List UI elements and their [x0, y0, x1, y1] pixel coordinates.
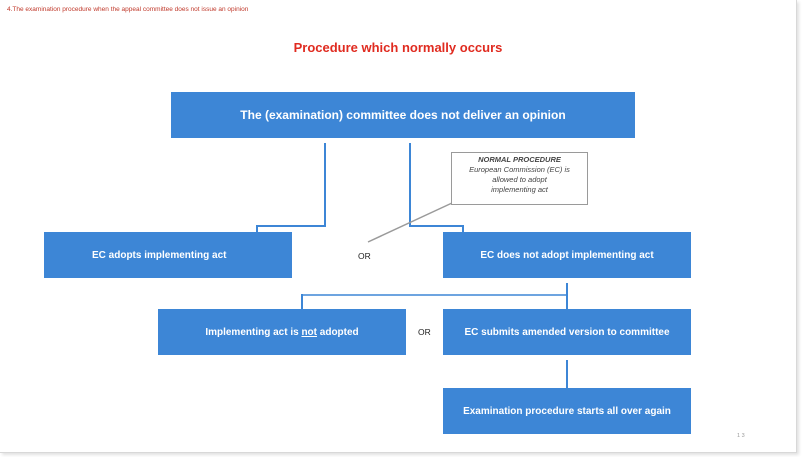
- not-adopted-emphasis: not: [301, 326, 317, 338]
- box-ec-does-not-adopt: EC does not adopt implementing act: [443, 232, 691, 278]
- note-pointer-line: [367, 202, 453, 243]
- note-title: NORMAL PROCEDURE: [478, 155, 561, 164]
- or-label-row2: OR: [418, 327, 431, 337]
- page-number: 1 3: [737, 433, 745, 439]
- note-normal-procedure: NORMAL PROCEDURE European Commission (EC…: [451, 152, 588, 205]
- box-act-not-adopted: Implementing act is not adopted: [158, 309, 406, 355]
- box-ec-adopts: EC adopts implementing act: [44, 232, 292, 278]
- box-amended-version: EC submits amended version to committee: [443, 309, 691, 355]
- note-line-2: allowed to adopt: [492, 175, 547, 184]
- slide-header: 4.The examination procedure when the app…: [7, 6, 249, 13]
- diagram-title: Procedure which normally occurs: [293, 40, 503, 55]
- note-line-1: European Commission (EC) is: [469, 165, 570, 174]
- box-procedure-restarts: Examination procedure starts all over ag…: [443, 388, 691, 434]
- not-adopted-prefix: Implementing act is: [205, 326, 302, 338]
- or-label-row1: OR: [358, 251, 371, 261]
- note-line-3: implementing act: [491, 185, 548, 194]
- box-committee-no-opinion: The (examination) committee does not del…: [171, 92, 635, 138]
- connector-lines: [256, 143, 568, 388]
- not-adopted-suffix: adopted: [317, 326, 359, 338]
